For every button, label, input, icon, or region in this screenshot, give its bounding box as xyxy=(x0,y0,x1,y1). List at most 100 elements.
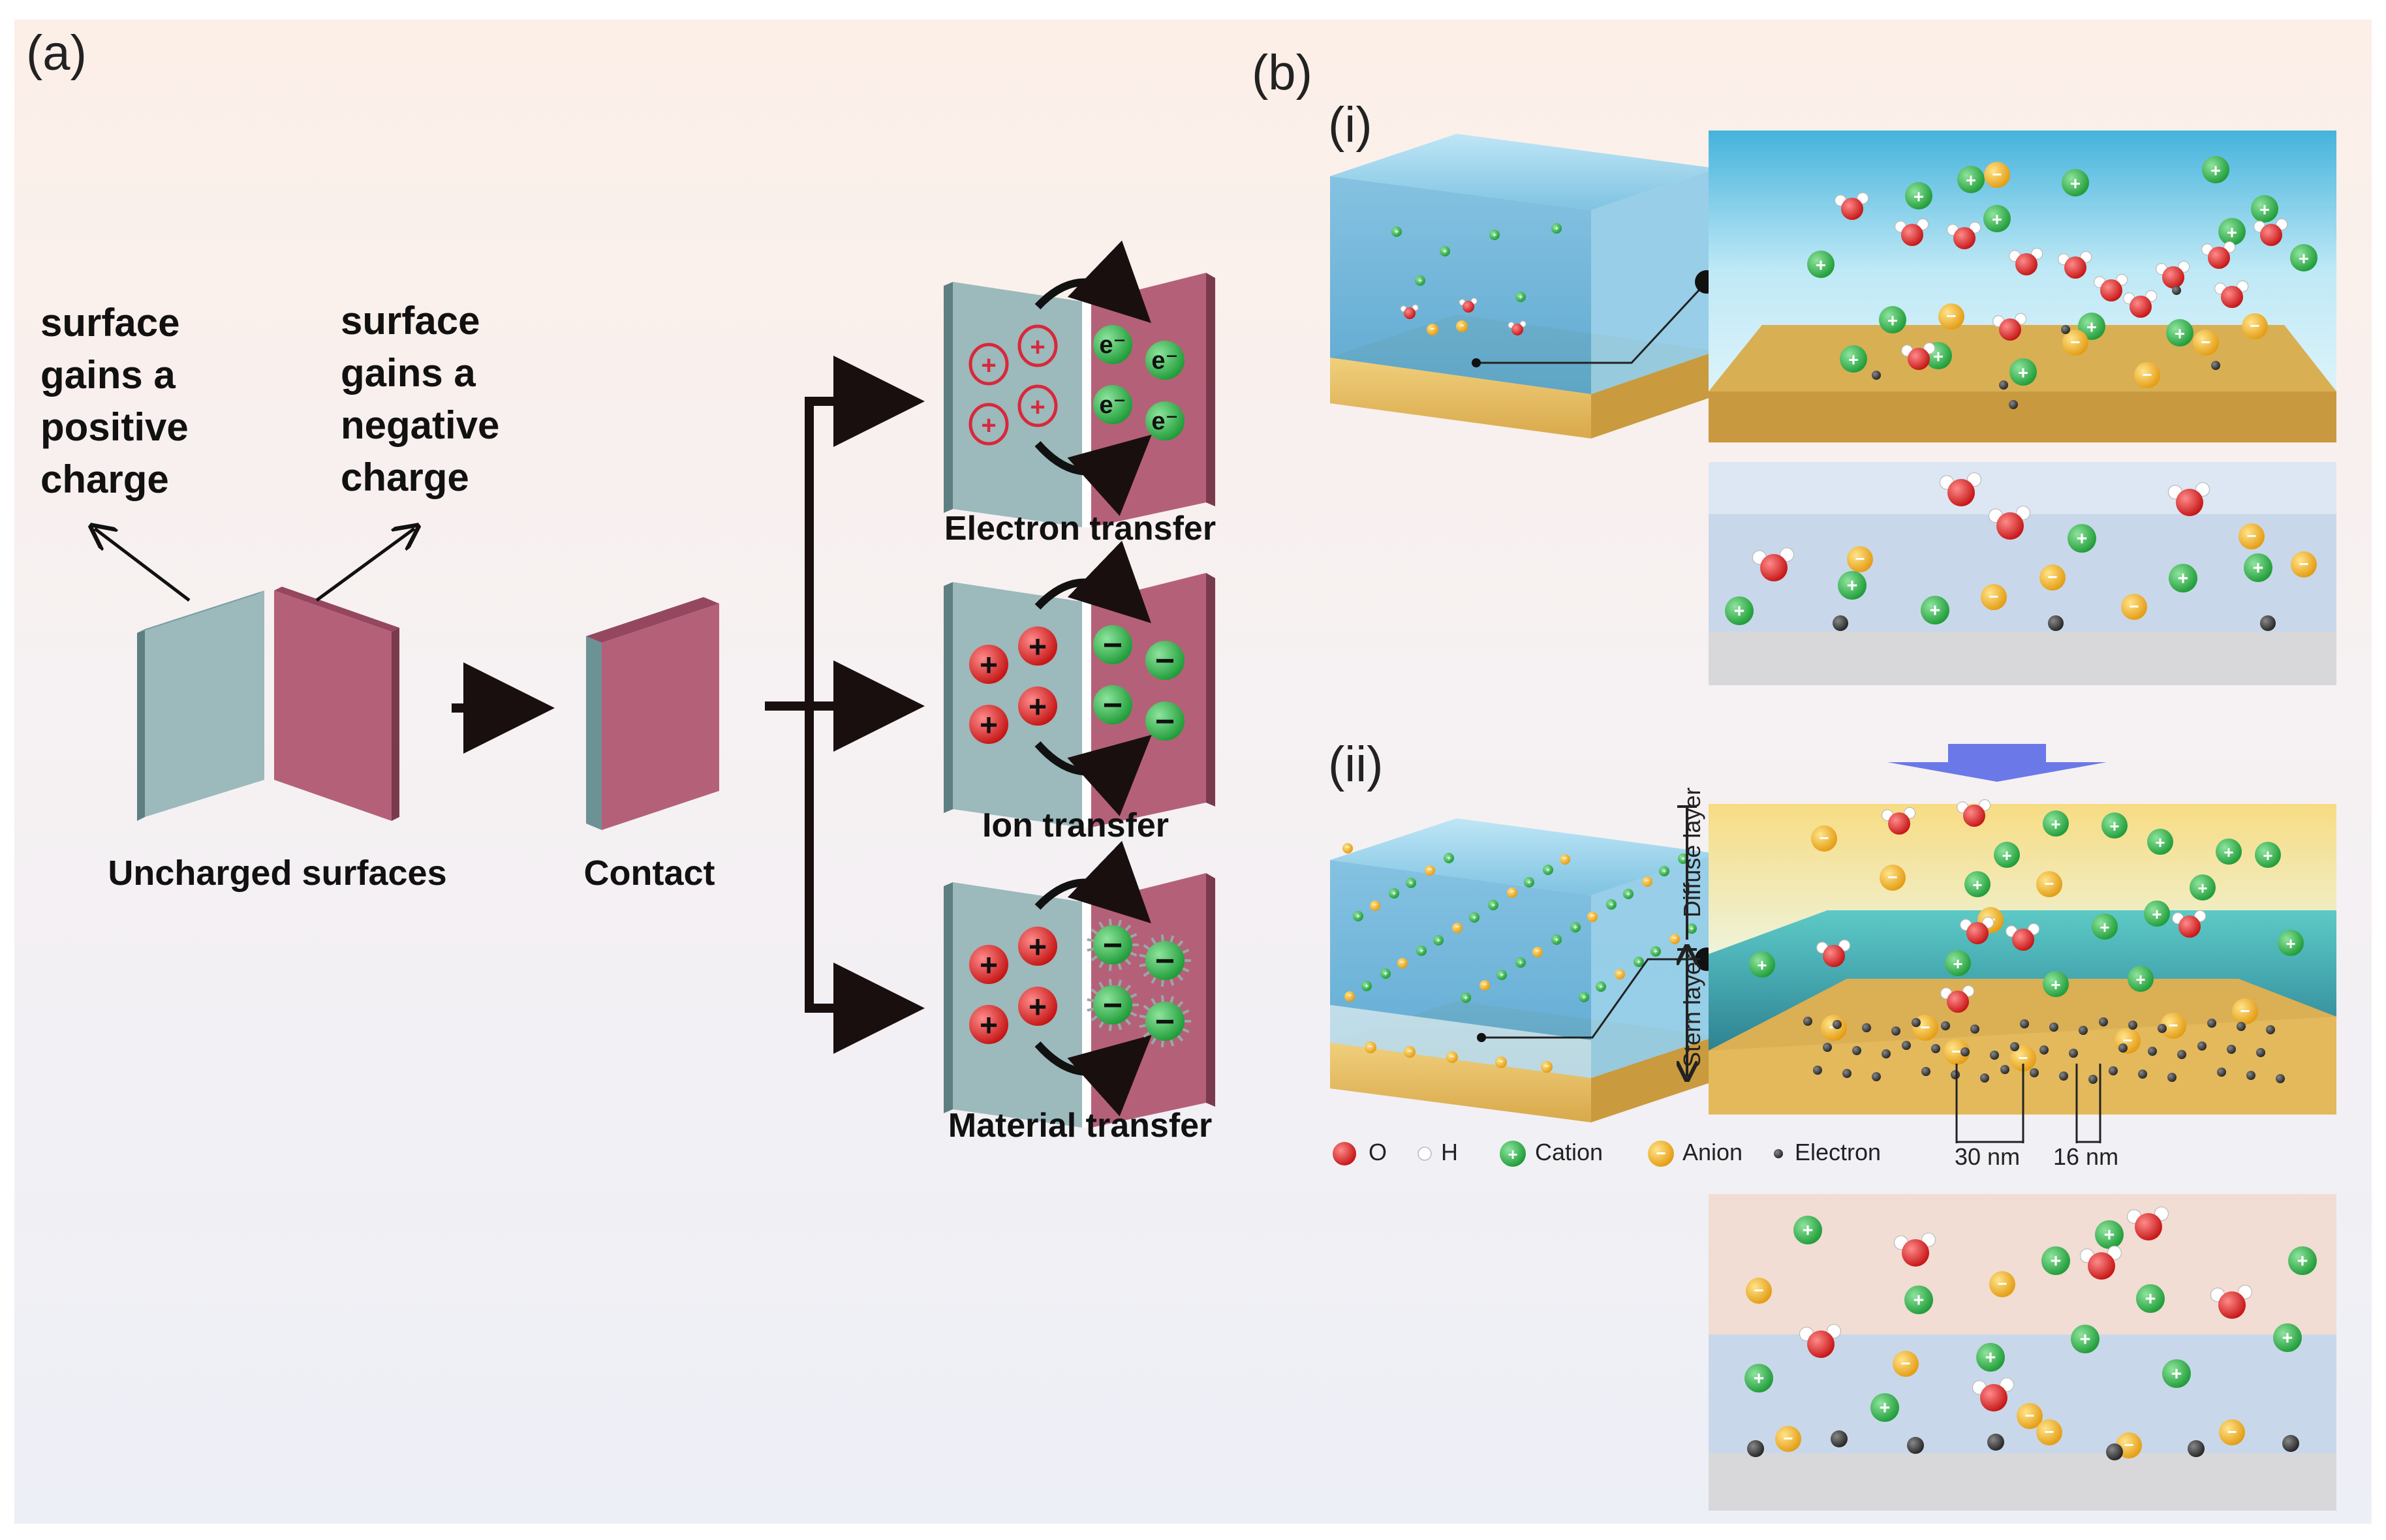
cube-ii-ion xyxy=(1353,911,1363,921)
zoom-ii-water xyxy=(1957,799,1991,827)
cation-sign: + xyxy=(2104,1225,2115,1246)
cation-sign: + xyxy=(2002,846,2011,865)
material-transfer-label: Material transfer xyxy=(948,1107,1213,1145)
cube-ii-ion xyxy=(1659,866,1669,876)
cube-ii-ion xyxy=(1686,923,1697,934)
anion-ball-sign: − xyxy=(1103,927,1123,964)
anion-sign: − xyxy=(1348,993,1352,1000)
zoom-ii-cation xyxy=(1994,842,2020,868)
zoom-ii-electron xyxy=(2148,1047,2157,1056)
cation-ball xyxy=(1018,987,1057,1026)
cube-ii-ion xyxy=(1596,981,1606,992)
zoom-ii-leader-origin xyxy=(1477,1033,1486,1042)
schematic-ii-water xyxy=(1799,1323,1842,1358)
cation-sign: + xyxy=(2080,1329,2091,1350)
cation-sign: + xyxy=(1880,1398,1891,1419)
transfer-arrow-top xyxy=(1034,240,1151,323)
zoom-anion xyxy=(2242,313,2268,339)
anion-ball xyxy=(1093,685,1132,724)
zoom-ii-electron xyxy=(2128,1021,2137,1030)
zoom-ii-electron xyxy=(2138,1070,2147,1079)
zoom-cation xyxy=(2062,169,2089,196)
scale-16-label: 16 nm xyxy=(2053,1143,2119,1170)
electron-ball xyxy=(1093,325,1132,364)
schematic-anion xyxy=(2121,594,2147,620)
zoom-ii-anion xyxy=(1880,865,1906,891)
anion-sign: − xyxy=(1997,1274,2007,1293)
schematic-electron xyxy=(1833,615,1848,631)
schematic-cation xyxy=(2068,524,2096,553)
uncharged-pink-plate xyxy=(274,587,399,821)
anion-sign: − xyxy=(2240,1001,2250,1021)
cation-sign: + xyxy=(1491,902,1495,910)
legend-o-symbol xyxy=(1333,1142,1356,1165)
cation-ball xyxy=(1018,686,1057,726)
cube-ii-ion xyxy=(1342,843,1353,854)
cation-sign: + xyxy=(2086,317,2097,337)
anion-sign: − xyxy=(1401,959,1404,966)
zoom-ii-electron xyxy=(2030,1068,2039,1077)
cube-cation xyxy=(1415,275,1425,286)
anion-sign: − xyxy=(1754,1280,1763,1300)
cation-sign: + xyxy=(2285,934,2295,953)
anion-sign: − xyxy=(1855,549,1865,568)
cube-ii: −++−++−++−++−++−++−++−++−++−++−++−++−++−… xyxy=(1330,818,1716,1122)
zoom-ii-electron xyxy=(1931,1044,1940,1053)
left-plate-edge xyxy=(944,582,953,813)
cation-ball xyxy=(1018,927,1057,966)
schematic-ii-water xyxy=(2210,1284,2253,1319)
cation-sign: + xyxy=(1847,576,1858,596)
electron-ball xyxy=(1093,385,1132,424)
zoom-water xyxy=(2201,241,2236,269)
zoom-cation xyxy=(2218,218,2246,245)
cation-sign: + xyxy=(1654,949,1658,956)
cation-sign: + xyxy=(1395,229,1399,236)
cation-sign: + xyxy=(2197,878,2207,898)
cation-sign: + xyxy=(1609,902,1613,909)
zoom-ii-electron xyxy=(1803,1017,1812,1026)
cation-ball xyxy=(1018,626,1057,666)
schematic-i-particles: ++++++−−−−−− xyxy=(1725,472,2317,631)
zoom-i-leader-origin xyxy=(1472,358,1481,367)
positive-charge-mark xyxy=(1017,384,1058,427)
anion-ball-sign: − xyxy=(1155,642,1175,680)
zoom-i-particles: +++++++++++++++−−−−−− xyxy=(1807,156,2317,409)
cation-sign: + xyxy=(1933,346,1944,367)
anion-sign: − xyxy=(1920,1017,1930,1037)
positive-charge-mark xyxy=(968,403,1009,446)
cation-sign: + xyxy=(2051,814,2060,834)
schematic-ii-anion xyxy=(1893,1351,1919,1377)
schematic-ii-cation xyxy=(2071,1325,2099,1353)
cube-ii-particles: −++−++−++−++−++−++−++−++−++−++−++−++−++−… xyxy=(1342,843,1697,1073)
cation-sign: + xyxy=(1582,994,1586,1002)
anion-sign: − xyxy=(1373,902,1377,909)
schematic-cation xyxy=(2169,564,2197,593)
cation-sign: + xyxy=(1356,914,1360,921)
anion-sign: − xyxy=(1656,1143,1666,1163)
zoom-ii-water xyxy=(1960,916,1994,944)
schematic-cation xyxy=(1725,596,1754,625)
zoom-i-image: +++++++++++++++−−−−−− xyxy=(1709,131,2336,442)
schematic-anion xyxy=(1847,546,1873,572)
schematic-ii-cation xyxy=(1904,1286,1933,1314)
anion-ball xyxy=(1145,941,1185,980)
cation-ball-sign: + xyxy=(1029,991,1047,1025)
layer-brackets xyxy=(1677,805,1697,1077)
cube-ii-ion xyxy=(1507,887,1517,898)
cation-sign: + xyxy=(2155,833,2165,852)
schematic-ii-cation xyxy=(1870,1393,1899,1422)
anion-sign: − xyxy=(2047,567,2057,587)
anion-sign: − xyxy=(1673,935,1677,942)
plate-gap xyxy=(1082,902,1091,1128)
zoom-water xyxy=(1835,192,1869,220)
zoom-ii-electron xyxy=(2000,1065,2009,1074)
zoom-ii-cation xyxy=(2216,839,2242,865)
cation-sign: + xyxy=(2253,558,2264,579)
cation-ball-sign: + xyxy=(980,949,998,983)
zoom-electron xyxy=(2172,286,2181,295)
cation-ball-sign: + xyxy=(980,649,998,683)
schematic-ii-electron xyxy=(1907,1437,1924,1454)
zoom-ii-electron xyxy=(2079,1026,2088,1035)
cation-sign: + xyxy=(1992,209,2002,230)
cube-ii-ion xyxy=(1623,889,1634,899)
